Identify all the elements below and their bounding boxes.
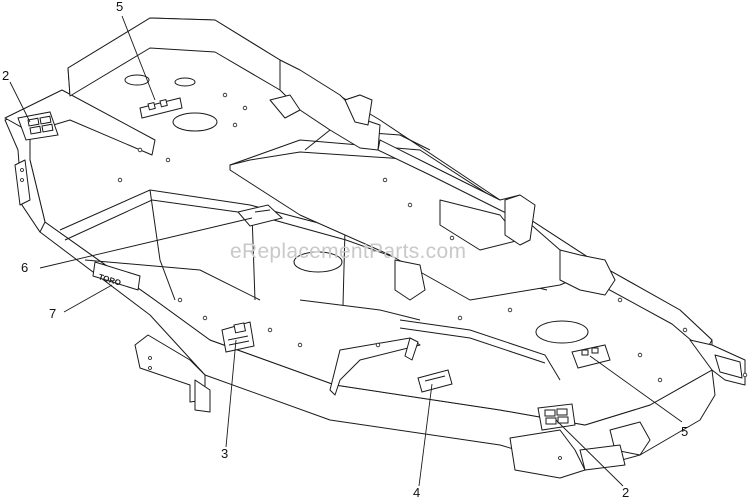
spindle-openings — [124, 74, 589, 344]
callout-7: 7 — [49, 306, 56, 321]
decal-6 — [237, 204, 284, 227]
callout-5-front: 5 — [681, 424, 688, 439]
leader-6 — [39, 217, 253, 269]
callout-2-right: 2 — [622, 485, 629, 500]
right-brackets — [269, 59, 746, 386]
leader-2-right — [555, 419, 624, 487]
leader-2-left — [9, 81, 31, 123]
callout-5-rear: 5 — [116, 0, 123, 14]
hardware-holes — [20, 92, 748, 460]
callout-3: 3 — [221, 446, 228, 461]
leader-3 — [225, 339, 237, 448]
spindle-hole-left — [172, 112, 218, 132]
callout-6: 6 — [21, 260, 28, 275]
leader-4 — [418, 383, 433, 487]
callout-4: 4 — [413, 485, 420, 500]
callout-2-left: 2 — [2, 68, 9, 83]
front-bumpers — [14, 159, 651, 479]
decal-2-right — [537, 403, 576, 431]
leader-5-rear — [121, 15, 156, 101]
leader-7 — [63, 284, 113, 313]
leader-5-front — [589, 355, 683, 423]
decal-4 — [417, 369, 453, 393]
callouts: 5 2 6 7 3 4 2 5 — [2, 0, 688, 500]
watermark-text: eReplacementParts.com — [230, 240, 466, 263]
spindle-hole-right — [535, 320, 589, 344]
belt-cover — [229, 129, 601, 301]
leader-lines — [9, 15, 683, 487]
spindle-hole-center — [293, 251, 343, 273]
